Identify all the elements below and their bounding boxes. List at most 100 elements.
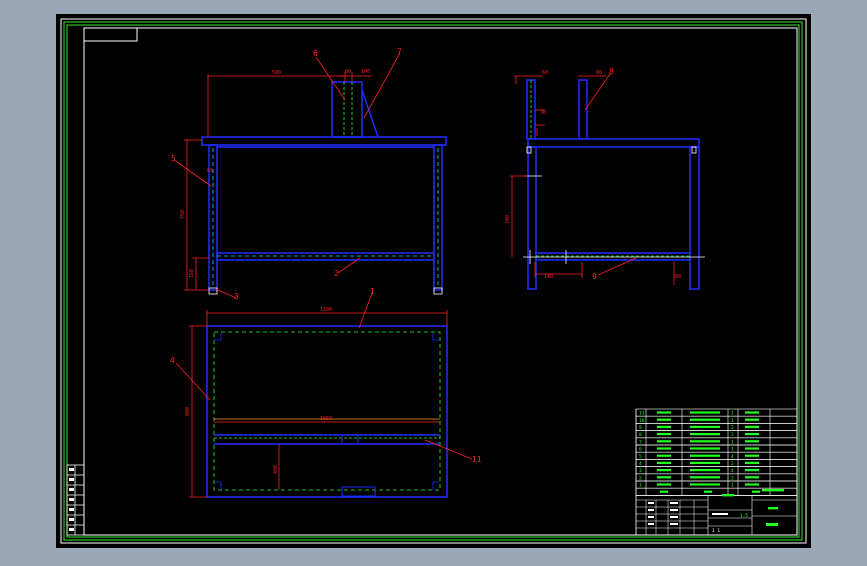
balloon-11: 11 [472, 455, 482, 464]
signature-text [670, 509, 678, 511]
parts-name-text [657, 433, 671, 436]
dim-post-a: 60 [345, 69, 351, 75]
plan-dimensions [189, 310, 448, 498]
front-brace [361, 89, 379, 138]
parts-header-text [704, 490, 712, 493]
parts-spec-text [690, 433, 720, 436]
side-corner [691, 146, 697, 154]
parts-name-text [657, 447, 671, 450]
parts-name-text [657, 483, 671, 486]
plan-inner-hidden [213, 331, 441, 491]
front-right-leg [433, 144, 443, 291]
front-view[interactable] [201, 81, 447, 295]
plan-view[interactable] [206, 325, 448, 498]
parts-qty: 1 [731, 411, 734, 417]
parts-header-text [660, 490, 668, 493]
parts-name-text [657, 425, 671, 428]
parts-mat-text [745, 454, 759, 457]
dim-side-mark: 60 [207, 168, 213, 174]
green-frame-inner [66, 24, 800, 538]
dim-side-mid: 30 [540, 110, 546, 116]
parts-no: 10 [639, 418, 645, 424]
parts-spec-text [690, 469, 720, 472]
front-post [331, 81, 363, 138]
parts-name-text [657, 476, 671, 479]
balloon-3: 3 [234, 292, 239, 301]
plan-leaders [175, 292, 473, 460]
dim-plan-inner-depth: 400 [273, 465, 279, 474]
parts-spec-text [690, 476, 720, 479]
dim-plan-depth: 800 [185, 407, 191, 416]
side-balloons: 8 9 [592, 67, 614, 281]
signature-text [648, 523, 654, 525]
school-text [766, 523, 778, 526]
parts-no: 7 [639, 439, 642, 445]
company-text [768, 507, 778, 510]
dim-plan-width: 1100 [320, 307, 332, 313]
parts-mat-text [745, 461, 759, 464]
balloon-1: 1 [370, 287, 375, 296]
dim-plan-inner-width: 1050 [320, 416, 332, 422]
parts-qty: 4 [731, 468, 734, 474]
side-leaders [584, 73, 637, 276]
balloon-9: 9 [592, 272, 597, 281]
parts-spec-text [690, 440, 720, 443]
signature-text [648, 502, 654, 504]
balloon-2: 2 [334, 269, 339, 278]
material-text [712, 513, 728, 515]
front-lower-rail [216, 252, 435, 261]
plan-dim-labels: 1100 800 1050 400 [185, 307, 332, 474]
parts-qty: 2 [731, 461, 734, 467]
parts-qty: 2 [731, 425, 734, 431]
dim-side-top-a: 60 [542, 70, 548, 76]
parts-no: 4 [639, 461, 642, 467]
side-lower-rail [535, 252, 691, 261]
parts-spec-text [690, 425, 720, 428]
drawing-number-text [762, 489, 784, 492]
balloon-4: 4 [170, 356, 175, 365]
signature-text [670, 523, 678, 525]
parts-spec-text [690, 454, 720, 457]
parts-no: 1 [639, 483, 642, 489]
parts-spec-text [690, 418, 720, 421]
parts-qty: 1 [731, 447, 734, 453]
side-left-leg [527, 146, 537, 290]
scale-text: 1:5 [740, 513, 748, 519]
parts-no: 2 [639, 475, 642, 481]
parts-spec-text [690, 461, 720, 464]
dim-post-b: 100 [361, 69, 370, 75]
plan-post [341, 434, 359, 445]
drawing-number-box [83, 27, 138, 42]
dim-leg-bottom: 150 [189, 269, 195, 278]
parts-no: 5 [639, 454, 642, 460]
parts-mat-text [745, 440, 759, 443]
parts-name-text [657, 411, 671, 414]
dim-width-top: 500 [272, 70, 281, 76]
parts-name-text [657, 461, 671, 464]
parts-mat-text [745, 418, 759, 421]
dim-side-top-b: 60 [596, 70, 602, 76]
plan-corner [432, 333, 440, 341]
parts-mat-text [745, 476, 759, 479]
side-corner [526, 146, 532, 154]
parts-qty: 1 [731, 483, 734, 489]
revision-block [66, 464, 85, 536]
green-frame-outer [63, 21, 803, 541]
parts-mat-text [745, 425, 759, 428]
outer-frame [60, 18, 807, 544]
plan-corner [214, 481, 222, 490]
parts-spec-text [690, 447, 720, 450]
plan-balloons: 1 4 11 [170, 287, 482, 464]
parts-name-text [657, 454, 671, 457]
side-top-plate [527, 138, 700, 148]
signature-text [648, 516, 654, 518]
parts-mat-text [745, 483, 759, 486]
dim-height: 750 [180, 210, 186, 219]
side-view[interactable] [523, 79, 705, 290]
parts-qty: 2 [731, 475, 734, 481]
parts-qty: 1 [731, 439, 734, 445]
dim-side-bottom-left: 140 [544, 274, 553, 280]
